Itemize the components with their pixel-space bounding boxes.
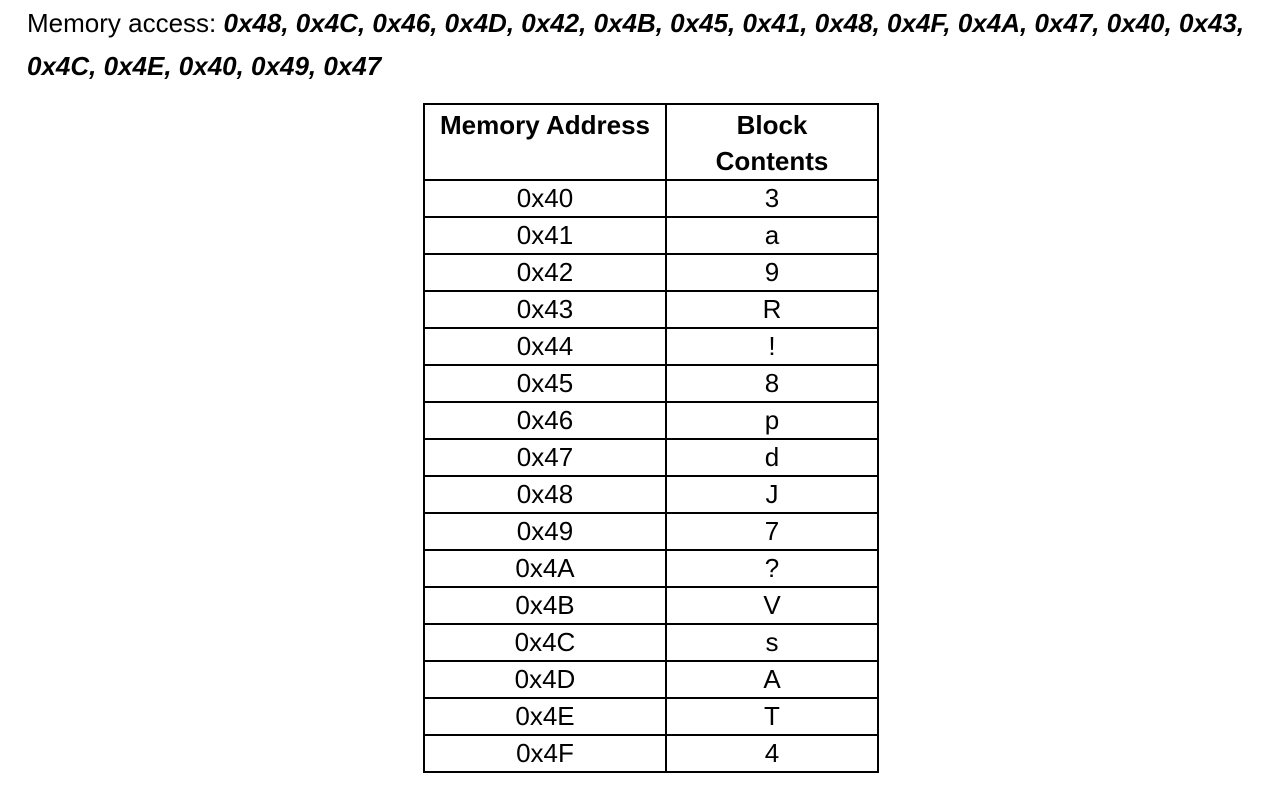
memory-address-cell: 0x4B bbox=[423, 586, 667, 625]
memory-address-value: 0x46 bbox=[516, 405, 574, 435]
memory-address-cell: 0x46 bbox=[423, 401, 667, 440]
block-contents-cell: 4 bbox=[665, 734, 879, 773]
table-row: 0x46 p bbox=[423, 401, 879, 440]
memory-address-value: 0x47 bbox=[516, 442, 574, 472]
block-contents-value: p bbox=[764, 405, 780, 435]
table-row: 0x45 8 bbox=[423, 364, 879, 403]
memory-address-cell: 0x43 bbox=[423, 290, 667, 329]
table-row: 0x41 a bbox=[423, 216, 879, 255]
memory-address-cell: 0x49 bbox=[423, 512, 667, 551]
block-contents-cell: 3 bbox=[665, 179, 879, 218]
block-contents-value: 7 bbox=[764, 516, 780, 546]
table-row: 0x42 9 bbox=[423, 253, 879, 292]
block-contents-cell: 7 bbox=[665, 512, 879, 551]
table-body: 0x40 3 0x41 a 0x42 9 0x43 R 0x44 bbox=[423, 179, 879, 773]
memory-table: Memory Address Block Contents 0x40 3 0x4… bbox=[423, 103, 879, 773]
memory-address-cell: 0x44 bbox=[423, 327, 667, 366]
block-contents-value: 8 bbox=[764, 368, 780, 398]
column-header-memory-address: Memory Address bbox=[423, 103, 667, 181]
memory-access-sequence-line1: 0x48, 0x4C, 0x46, 0x4D, 0x42, 0x4B, 0x45… bbox=[223, 8, 1245, 38]
block-contents-cell: V bbox=[665, 586, 879, 625]
memory-access-label: Memory access: bbox=[27, 8, 217, 38]
block-contents-cell: 8 bbox=[665, 364, 879, 403]
block-contents-value: T bbox=[764, 701, 780, 731]
table-row: 0x48 J bbox=[423, 475, 879, 514]
block-contents-value: V bbox=[763, 590, 781, 620]
block-contents-value: 4 bbox=[764, 738, 780, 768]
memory-address-cell: 0x41 bbox=[423, 216, 667, 255]
block-contents-cell: p bbox=[665, 401, 879, 440]
memory-address-cell: 0x4C bbox=[423, 623, 667, 662]
memory-address-cell: 0x4F bbox=[423, 734, 667, 773]
block-contents-cell: R bbox=[665, 290, 879, 329]
memory-address-value: 0x4F bbox=[516, 738, 574, 768]
column-header-block-contents: Block Contents bbox=[665, 103, 879, 181]
memory-address-cell: 0x47 bbox=[423, 438, 667, 477]
table-row: 0x4E T bbox=[423, 697, 879, 736]
memory-address-value: 0x40 bbox=[516, 183, 574, 213]
block-contents-cell: d bbox=[665, 438, 879, 477]
memory-address-cell: 0x45 bbox=[423, 364, 667, 403]
block-contents-cell: T bbox=[665, 697, 879, 736]
table-row: 0x49 7 bbox=[423, 512, 879, 551]
block-contents-value: 3 bbox=[764, 183, 780, 213]
table-header-row: Memory Address Block Contents bbox=[423, 103, 879, 181]
block-contents-value: d bbox=[764, 442, 780, 472]
memory-access-sequence-line2: 0x4C, 0x4E, 0x40, 0x49, 0x47 bbox=[27, 51, 382, 81]
memory-address-cell: 0x4A bbox=[423, 549, 667, 588]
block-contents-value: s bbox=[765, 627, 779, 657]
block-contents-value: ? bbox=[764, 553, 780, 583]
column-header-block-contents-label: Block Contents bbox=[715, 110, 829, 176]
memory-address-value: 0x4D bbox=[514, 664, 576, 694]
table-row: 0x4A ? bbox=[423, 549, 879, 588]
block-contents-cell: 9 bbox=[665, 253, 879, 292]
table-row: 0x40 3 bbox=[423, 179, 879, 218]
table-row: 0x47 d bbox=[423, 438, 879, 477]
block-contents-cell: ! bbox=[665, 327, 879, 366]
memory-address-cell: 0x4D bbox=[423, 660, 667, 699]
block-contents-value: 9 bbox=[764, 257, 780, 287]
table-row: 0x4D A bbox=[423, 660, 879, 699]
block-contents-cell: J bbox=[665, 475, 879, 514]
table-row: 0x44 ! bbox=[423, 327, 879, 366]
block-contents-cell: ? bbox=[665, 549, 879, 588]
block-contents-value: J bbox=[765, 479, 779, 509]
memory-address-value: 0x45 bbox=[516, 368, 574, 398]
table-row: 0x4F 4 bbox=[423, 734, 879, 773]
block-contents-value: R bbox=[762, 294, 782, 324]
table-head: Memory Address Block Contents bbox=[423, 103, 879, 181]
memory-address-value: 0x43 bbox=[516, 294, 574, 324]
memory-address-cell: 0x40 bbox=[423, 179, 667, 218]
block-contents-value: A bbox=[763, 664, 781, 694]
table-row: 0x43 R bbox=[423, 290, 879, 329]
block-contents-cell: s bbox=[665, 623, 879, 662]
memory-address-value: 0x49 bbox=[516, 516, 574, 546]
memory-address-value: 0x4C bbox=[514, 627, 576, 657]
block-contents-cell: A bbox=[665, 660, 879, 699]
memory-access-text: Memory access: 0x48, 0x4C, 0x46, 0x4D, 0… bbox=[27, 2, 1244, 88]
block-contents-cell: a bbox=[665, 216, 879, 255]
memory-address-value: 0x4E bbox=[515, 701, 575, 731]
block-contents-value: a bbox=[764, 220, 780, 250]
memory-address-value: 0x4A bbox=[515, 553, 575, 583]
block-contents-value: ! bbox=[768, 331, 776, 361]
memory-address-value: 0x41 bbox=[516, 220, 574, 250]
memory-address-value: 0x42 bbox=[516, 257, 574, 287]
memory-address-cell: 0x4E bbox=[423, 697, 667, 736]
table-row: 0x4B V bbox=[423, 586, 879, 625]
table-row: 0x4C s bbox=[423, 623, 879, 662]
column-header-memory-address-label: Memory Address bbox=[440, 110, 650, 140]
memory-address-value: 0x48 bbox=[516, 479, 574, 509]
memory-address-cell: 0x42 bbox=[423, 253, 667, 292]
memory-address-value: 0x4B bbox=[515, 590, 575, 620]
memory-address-cell: 0x48 bbox=[423, 475, 667, 514]
memory-address-value: 0x44 bbox=[516, 331, 574, 361]
